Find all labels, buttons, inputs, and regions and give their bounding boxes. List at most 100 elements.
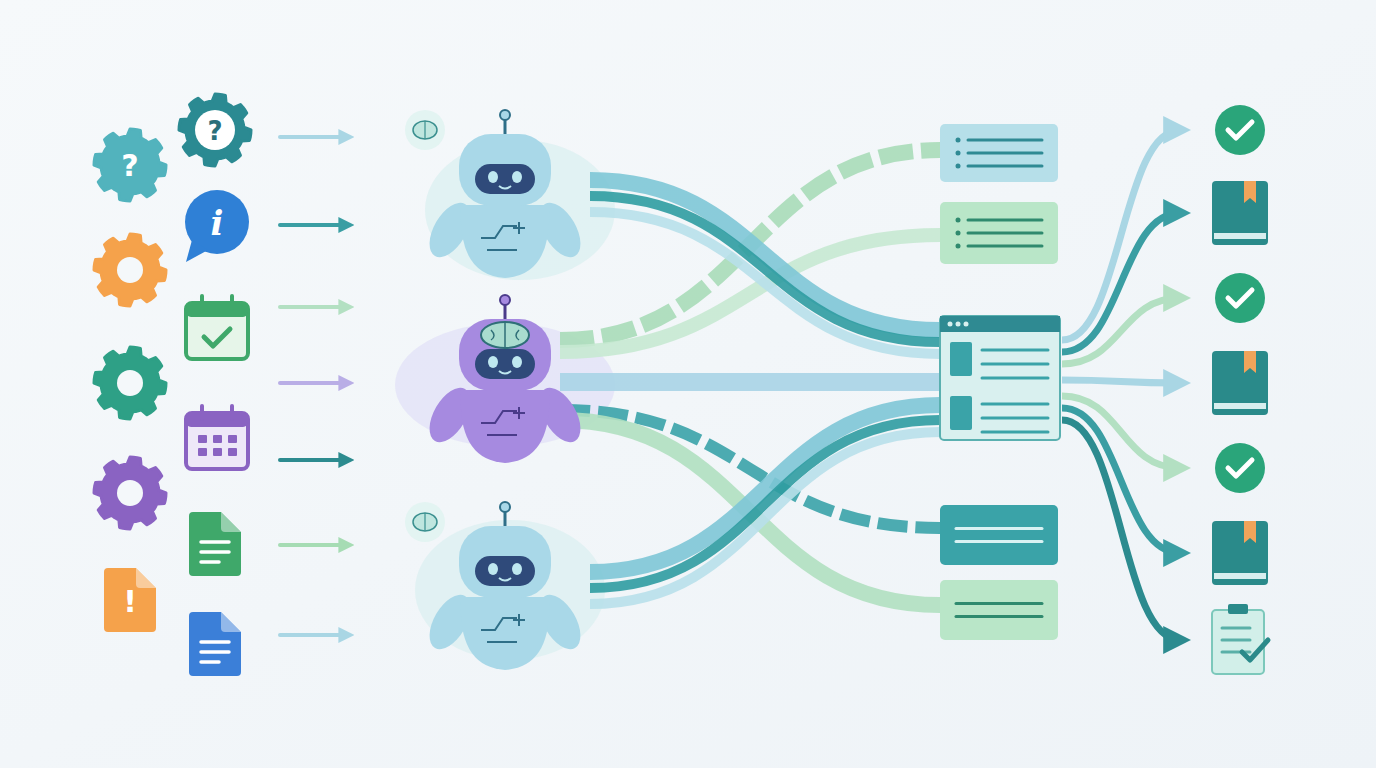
calendar-check [204,329,230,346]
robot-head [459,134,551,206]
check-icon [1215,443,1265,493]
document-page [189,512,241,576]
card-line [968,139,1042,142]
document-fold [221,512,241,532]
icon-symbol: ? [207,118,222,144]
gear-icon [94,457,166,529]
book-icon [1212,521,1268,585]
document-line [201,650,229,654]
book-cover [1212,521,1268,585]
card-line [956,527,1042,530]
gear-hole [117,480,143,506]
document-fold [221,612,241,632]
card-line [968,165,1042,168]
panel-bar [940,316,1060,332]
bubble-tail [186,240,208,262]
gear-hole [117,370,143,396]
content-card [940,580,1058,640]
clipboard-board [1212,610,1264,674]
document-fold [136,568,156,588]
input-arrow [280,633,348,637]
robot-visor [475,164,535,194]
calendar-ring [230,296,234,309]
gear-shape [179,94,251,166]
robot-smile [499,578,511,581]
calendar-body [186,413,248,469]
clipboard-icon [1212,604,1268,674]
robot-antenna-ball [500,295,510,305]
content-card [940,124,1058,182]
thought-bubble [405,110,445,150]
robot-eye [488,563,498,575]
panel-line [982,377,1048,380]
robot-antenna-ball [500,110,510,120]
document-line [201,550,229,554]
book-pages [1214,573,1266,579]
robot-body [461,390,550,463]
check-mark [1228,122,1252,138]
card-bullet [956,138,961,143]
robot-chest [481,407,525,435]
robot-brain [481,322,529,348]
panel-line [982,403,1048,406]
clipboard-line [1222,639,1250,642]
robot [405,110,589,278]
panel-line [982,349,1048,352]
gear-hole [195,110,235,150]
robot-visor [475,556,535,586]
thought-brain-fold [424,513,425,531]
check-mark [1228,460,1252,476]
check-circle [1215,273,1265,323]
gear-icon [179,94,251,166]
card-line [968,232,1042,235]
clipboard-clip [1228,604,1248,614]
check-circle [1215,105,1265,155]
card-line [956,602,1042,605]
calendar-header [186,303,248,317]
calendar-icon [186,406,248,469]
output-arrow [1062,380,1180,383]
calendar-header [186,413,248,427]
panel-line [982,363,1048,366]
input-arrow [280,543,348,547]
central-panel [940,316,1060,440]
robot-eye [488,356,498,368]
check-icon [1215,273,1265,323]
card-body [940,505,1058,565]
document-page [104,568,156,632]
icon-symbol: i [211,206,224,240]
output-arrow [1062,130,1180,340]
flow-band [590,432,940,604]
card-bullet [956,244,961,249]
book-icon [1212,181,1268,245]
calendar-ring [230,406,234,419]
gear-shape [94,457,166,529]
document-line [201,560,219,564]
input-arrow [280,381,348,385]
card-body [940,124,1058,182]
input-arrow [280,223,348,227]
gear-shape [94,129,166,201]
robot-body [461,597,550,670]
robot-head [459,526,551,598]
calendar-cell [213,448,222,456]
calendar-cell [228,448,237,456]
book-icon [1212,351,1268,415]
document-icon [189,512,241,576]
panel-dot [956,322,961,327]
panel-line [982,417,1048,420]
document-icon [189,612,241,676]
input-arrow [280,458,348,462]
panel-body [940,316,1060,440]
book-ribbon [1244,351,1256,373]
calendar-cell [198,448,207,456]
gear-icon [94,347,166,419]
card-line [956,540,1042,543]
output-arrow [1062,420,1180,640]
card-bullet [956,164,961,169]
check-mark [1228,290,1252,306]
clipboard-check [1242,640,1268,660]
thought-bubble [405,502,445,542]
